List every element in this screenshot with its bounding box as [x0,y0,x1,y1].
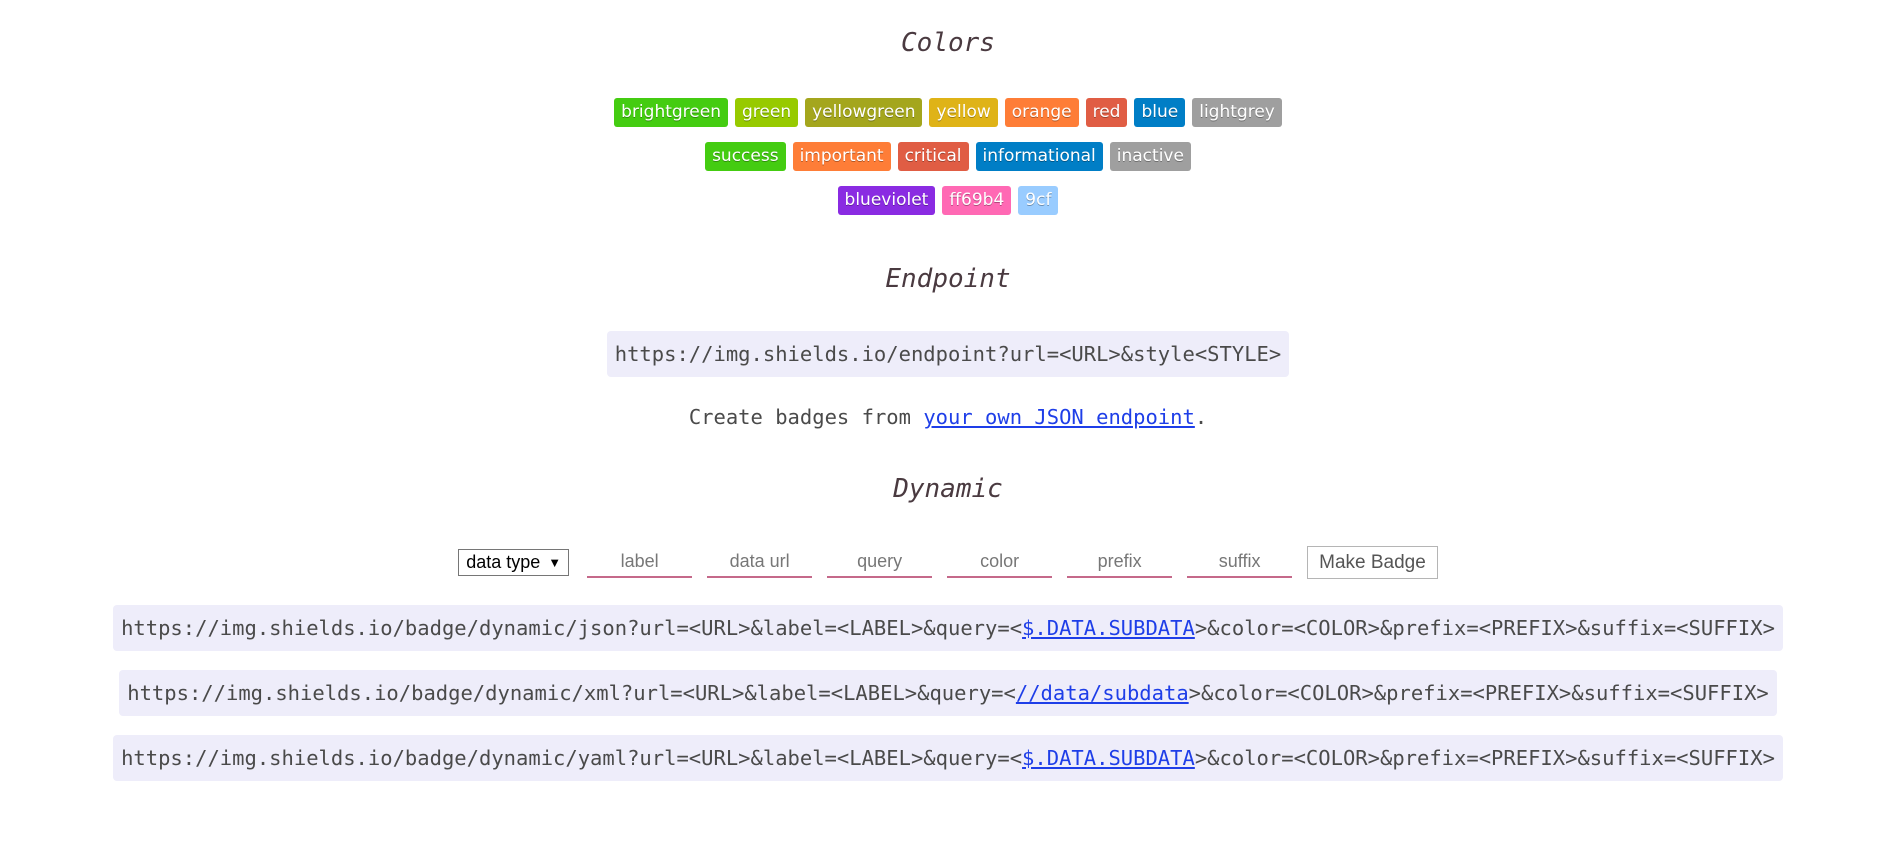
data-url-input[interactable] [707,547,813,578]
color-badge-blueviolet[interactable]: blueviolet [837,186,936,215]
endpoint-description: Create badges from your own JSON endpoin… [0,405,1896,429]
color-badge-brightgreen[interactable]: brightgreen [614,98,728,127]
dropdown-arrow-icon: ▼ [548,555,562,570]
endpoint-title: Endpoint [885,264,1011,294]
query-input[interactable] [827,547,933,578]
color-badge-critical[interactable]: critical [897,142,969,171]
dynamic-json-url: https://img.shields.io/badge/dynamic/jso… [113,605,1783,651]
dynamic-json-url-row: https://img.shields.io/badge/dynamic/jso… [0,605,1896,651]
color-badge-informational[interactable]: informational [975,142,1103,171]
url-suffix: >&color=<COLOR>&prefix=<PREFIX>&suffix=<… [1194,616,1775,640]
color-badge-blue[interactable]: blue [1134,98,1186,127]
make-badge-button[interactable]: Make Badge [1307,546,1438,579]
url-prefix: https://img.shields.io/badge/dynamic/xml… [127,681,1016,705]
suffix-input[interactable] [1187,547,1293,578]
json-query-link[interactable]: $.DATA.SUBDATA [1022,616,1195,640]
dynamic-yaml-url-row: https://img.shields.io/badge/dynamic/yam… [0,735,1896,781]
color-badge-important[interactable]: important [792,142,891,171]
dynamic-badge-form: data type ▼ Make Badge [0,546,1896,579]
color-badge-yellow[interactable]: yellow [929,98,998,127]
json-endpoint-link[interactable]: your own JSON endpoint [923,405,1195,429]
label-input[interactable] [587,547,693,578]
color-badge-orange[interactable]: orange [1004,98,1079,127]
color-badge-green[interactable]: green [735,98,799,127]
color-badge-yellowgreen[interactable]: yellowgreen [805,98,923,127]
data-type-select-label: data type [466,552,541,572]
color-badge-inactive[interactable]: inactive [1109,142,1191,171]
url-prefix: https://img.shields.io/badge/dynamic/jso… [121,616,1023,640]
endpoint-desc-prefix: Create badges from [688,405,924,429]
color-badge-success[interactable]: success [705,142,786,171]
endpoint-desc-suffix: . [1194,405,1208,429]
color-input[interactable] [947,547,1053,578]
color-badge-9cf[interactable]: 9cf [1018,186,1059,215]
endpoint-url: https://img.shields.io/endpoint?url=<URL… [606,331,1290,377]
color-badge-lightgrey[interactable]: lightgrey [1192,98,1282,127]
dynamic-title: Dynamic [893,474,1003,504]
endpoint-section: Endpoint [0,264,1896,294]
xml-query-link[interactable]: //data/subdata [1015,681,1189,705]
url-prefix: https://img.shields.io/badge/dynamic/yam… [121,746,1023,770]
dynamic-section: Dynamic [0,474,1896,504]
data-type-select[interactable]: data type ▼ [458,549,570,576]
url-suffix: >&color=<COLOR>&prefix=<PREFIX>&suffix=<… [1194,746,1775,770]
color-badge-red[interactable]: red [1085,98,1128,127]
colors-title: Colors [901,28,995,58]
dynamic-xml-url-row: https://img.shields.io/badge/dynamic/xml… [0,670,1896,716]
colors-section: Colors [0,28,1896,58]
color-badge-ff69b4[interactable]: ff69b4 [942,186,1012,215]
dynamic-yaml-url: https://img.shields.io/badge/dynamic/yam… [113,735,1783,781]
dynamic-xml-url: https://img.shields.io/badge/dynamic/xml… [119,670,1777,716]
prefix-input[interactable] [1067,547,1173,578]
yaml-query-link[interactable]: $.DATA.SUBDATA [1022,746,1195,770]
url-suffix: >&color=<COLOR>&prefix=<PREFIX>&suffix=<… [1188,681,1769,705]
